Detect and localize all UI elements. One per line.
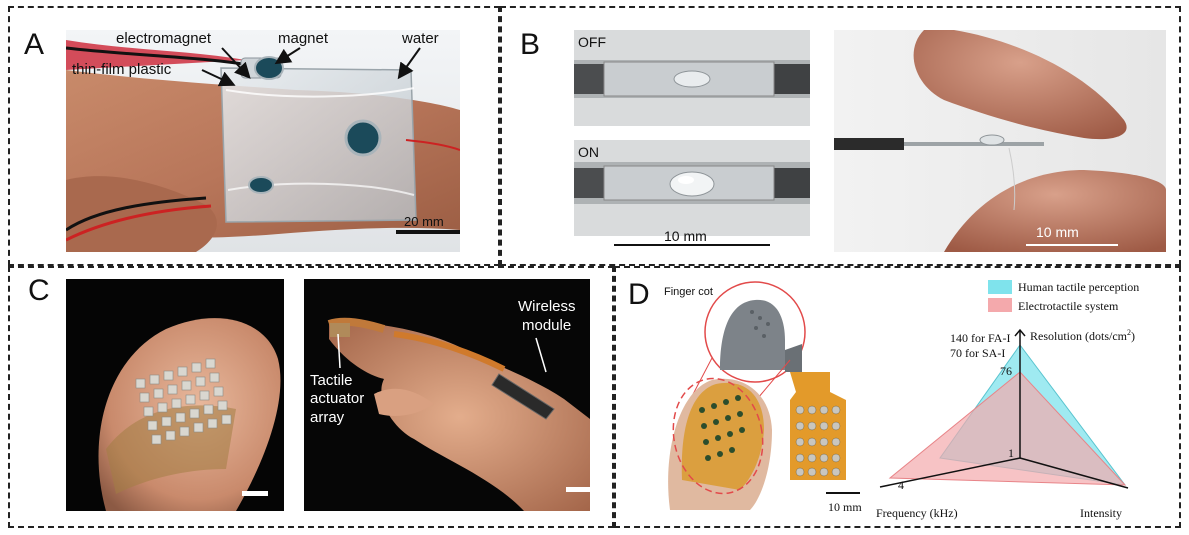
legend-human-swatch [988,280,1012,294]
strip-on-photo [574,140,810,236]
actuator-strip-off [574,30,810,126]
panel-b-label: B [520,28,541,61]
intensity-axis [1019,457,1129,489]
legend-human-label: Human tactile perception [1018,280,1140,294]
hand-wireless-photo [304,279,590,511]
value-4: 4 [898,478,904,492]
wireless-module-label-line2: module [522,317,572,334]
legend-electro-swatch [988,298,1012,312]
scale-bar-b-left [614,244,770,246]
panel-a-label: A [24,28,45,61]
fingertip-array-photo [66,279,284,511]
hand-with-wireless-module [304,279,590,511]
scale-bar-d-label: 10 mm [828,500,862,514]
scale-bar-a-label: 20 mm [404,214,444,229]
callout-magnet: magnet [278,30,329,47]
wrist-device-photo [66,30,460,252]
scale-bar-b-left-label: 10 mm [664,228,707,244]
panel-c [8,266,614,528]
panel-d [614,266,1181,528]
scale-bar-b-right-label: 10 mm [1036,224,1079,240]
actuator-strip-on [574,140,810,236]
panel-c-label: C [28,274,50,307]
wrist-device-illustration [66,30,460,252]
finger-cot-illustration [668,281,860,510]
finger-cot-label: Finger cot [664,286,713,298]
frequency-axis-label: Frequency (kHz) [876,506,958,520]
strip-off-photo [574,30,810,126]
legend-electro-label: Electrotactile system [1018,299,1119,313]
tactile-array-label-line3: array [310,409,345,426]
intensity-axis-label: Intensity [1080,506,1122,520]
callout-thin-film-plastic: thin-film plastic [72,61,172,78]
tactile-array-label-line1: Tactile [310,372,353,389]
state-on-label: ON [578,144,599,160]
fingertip-device-photo [834,30,1166,252]
tactile-array-label-line2: actuator [310,390,365,407]
panel-b [500,6,1181,266]
fingertip-device-illustration [834,30,1166,252]
resolution-note-sa: 70 for SA-I [950,346,1006,360]
state-off-label: OFF [578,34,606,50]
panel-d-label: D [628,278,650,311]
wireless-module-label-line1: Wireless [518,298,576,315]
callout-electromagnet: electromagnet [116,30,212,47]
frequency-axis [879,457,1021,488]
fingertip-actuator-array [66,279,284,511]
resolution-axis-label: Resolution (dots/cm2) [1030,328,1135,343]
value-1: 1 [1008,446,1014,460]
value-76: 76 [1000,364,1012,378]
callout-water: water [402,30,439,47]
electrotactile-area [888,371,1127,486]
scale-bar-b-right [1026,244,1118,246]
panel-a [8,6,500,266]
resolution-note-fa: 140 for FA-I [950,331,1011,345]
